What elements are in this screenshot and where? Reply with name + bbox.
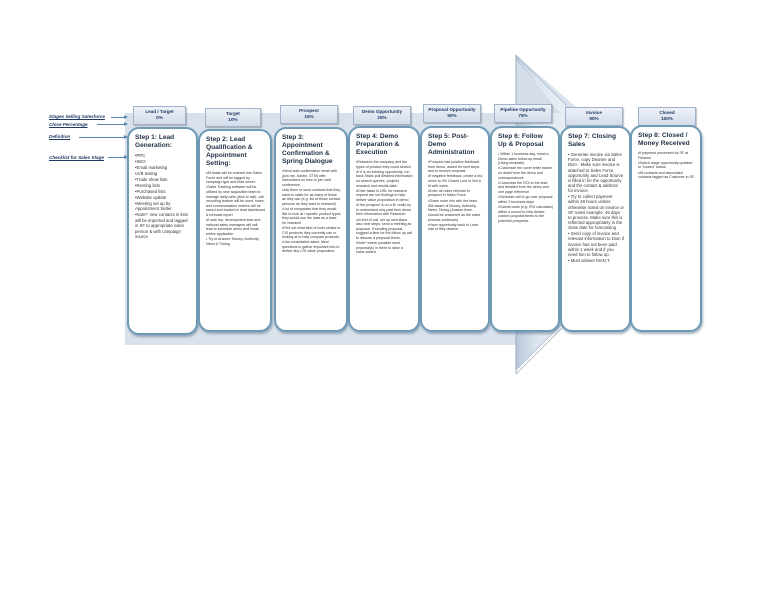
step-checklist: • Generate invoice via Sales Force, copy… bbox=[568, 152, 624, 263]
row-arrow-icon bbox=[108, 154, 128, 160]
checklist-item: •Purchased lists bbox=[135, 189, 166, 194]
step-title: Step 2: Lead Qualification & Appointment… bbox=[206, 136, 253, 167]
stage-box-target: Target 10% bbox=[205, 108, 261, 127]
stage-name: Proposal Opportunity bbox=[428, 107, 476, 112]
step-checklist: • Within 1 business day, email a Demo sa… bbox=[498, 152, 553, 223]
row-label-definition: Definition bbox=[49, 134, 71, 139]
row-label-checklist: Checklist for Sales Stage bbox=[49, 155, 104, 160]
stage-box-invoice: Invoice 90% bbox=[565, 107, 623, 126]
stage-percentage: 0% bbox=[156, 115, 163, 120]
checklist-item: •At end of call, set up next steps also … bbox=[356, 217, 413, 240]
stage-percentage: 100% bbox=[661, 116, 673, 121]
checklist-item: •PPC bbox=[135, 153, 146, 158]
checklist-item: •Sales Tracking software will be utilize… bbox=[206, 185, 265, 217]
step-title: Step 7: Closing Sales bbox=[568, 133, 616, 148]
checklist-item: •Note* where possible send proposal(s) i… bbox=[356, 241, 403, 255]
stage-box-lead-target: Lead / Target 0% bbox=[133, 106, 186, 125]
checklist-item: •If the prospect is on a fit, really try… bbox=[356, 203, 412, 217]
checklist-item: •Customize the ROI to the lead and detai… bbox=[498, 180, 549, 194]
checklist-item: •Submit costs (e.g. ROI calculator) with… bbox=[498, 204, 553, 223]
row-arrow-icon bbox=[111, 114, 128, 120]
row-arrow-icon bbox=[79, 134, 128, 140]
stage-box-proposal-opportunity: Proposal Opportunity 50% bbox=[423, 104, 481, 123]
step-card-6: Step 6: Follow Up & Proposal • Within 1 … bbox=[490, 126, 560, 332]
stage-name: Demo Opportunity bbox=[361, 109, 403, 114]
checklist-item: •Use consultative sales, ideal questions… bbox=[282, 240, 340, 254]
stage-box-closed: Closed 100% bbox=[638, 107, 696, 126]
checklist-item: •List of companies that they would like … bbox=[282, 206, 341, 225]
checklist-item: •SEO bbox=[135, 159, 146, 164]
row-arrow-icon bbox=[97, 121, 128, 127]
checklist-item: •Enter tasks in URL for research request… bbox=[356, 188, 410, 202]
stage-box-prospect: Prospect 15% bbox=[280, 105, 338, 124]
step-title: Step 6: Follow Up & Proposal bbox=[498, 133, 544, 148]
checklist-item: • Try to Answer: Money, Authority, Need … bbox=[206, 237, 260, 246]
checklist-item: •A/B testing bbox=[135, 171, 158, 176]
checklist-item: •Renting lists bbox=[135, 183, 160, 188]
stage-percentage: 75% bbox=[518, 113, 528, 118]
step-card-4: Step 4: Demo Preparation & Execution •Re… bbox=[348, 126, 420, 332]
stage-name: Prospect bbox=[299, 108, 319, 113]
step-card-2: Step 2: Lead Qualification & Appointment… bbox=[198, 129, 272, 332]
checklist-item: •Send auto confirmation email with (join… bbox=[282, 169, 338, 187]
checklist-item: • Generate invoice via Sales Force, copy… bbox=[568, 152, 624, 194]
checklist-item: • Try to collect payment within 48 hours… bbox=[568, 194, 624, 231]
stage-percentage: 90% bbox=[589, 116, 599, 121]
step-checklist: •If payment processed by SF at Finance. … bbox=[638, 151, 695, 180]
step-card-8: Step 8: Closed / Money Received •If paym… bbox=[630, 125, 702, 332]
step-checklist: •Send auto confirmation email with (join… bbox=[282, 169, 341, 254]
step-card-5: Step 5: Post-Demo Administration •Prospe… bbox=[420, 126, 490, 332]
stage-name: Invoice bbox=[586, 110, 602, 115]
checklist-item: •Ask them to send contacts that they wan… bbox=[282, 187, 341, 206]
row-label-close-percentage: Close Percentage bbox=[49, 122, 88, 127]
checklist-item: •Customize the cover letter based on det… bbox=[498, 166, 552, 180]
checklist-item: •Enter all notes relevant to prospect in… bbox=[428, 188, 471, 198]
stage-percentage: 10% bbox=[228, 117, 238, 122]
checklist-item: •Have opportunity back to Lead stat of t… bbox=[428, 222, 479, 232]
checklist-item: •All contacts and associated contacts ta… bbox=[638, 170, 695, 180]
stage-name: Target bbox=[226, 111, 240, 116]
step-title: Step 8: Closed / Money Received bbox=[638, 132, 690, 147]
step-title: Step 3: Appointment Confirmation & Sprin… bbox=[282, 134, 333, 165]
checklist-item: •All leads will be entered into Sales Fo… bbox=[206, 171, 262, 185]
checklist-item: •If it is an existing opportunity, run b… bbox=[356, 169, 413, 188]
step-checklist: •All leads will be entered into Sales Fo… bbox=[206, 171, 265, 246]
row-label-stages: Stages Selling Salesforce bbox=[49, 114, 105, 119]
step-title: Step 1: Lead Generation: bbox=[135, 134, 175, 149]
checklist-item: •Be aware of Money, Authority, Need, Tim… bbox=[428, 203, 481, 222]
checklist-item: •Website update bbox=[135, 195, 167, 200]
checklist-item: • Send copy of invoice and relevant info… bbox=[568, 231, 624, 258]
checklist-item: •If payment processed by SF at Finance. bbox=[638, 151, 688, 160]
checklist-item: •Research the company and the types of p… bbox=[356, 160, 411, 169]
stage-percentage: 50% bbox=[447, 113, 457, 118]
checklist-item: •If sale rep, development lead and natio… bbox=[206, 218, 261, 236]
checklist-item: •If negative feedback, create a list, mo… bbox=[428, 174, 483, 188]
step-title: Step 5: Post-Demo Administration bbox=[428, 133, 475, 156]
step-title: Step 4: Demo Preparation & Execution bbox=[356, 133, 400, 156]
step-card-7: Step 7: Closing Sales • Generate invoice… bbox=[560, 126, 631, 332]
stage-percentage: 15% bbox=[304, 114, 314, 119]
stage-name: Closed bbox=[659, 110, 675, 115]
checklist-item: • Must answer MAN.T. bbox=[568, 257, 611, 263]
stage-name: Lead / Target bbox=[145, 109, 174, 114]
checklist-item: •Email marketing bbox=[135, 165, 168, 170]
checklist-item: •Note*: new contacts in lists will be im… bbox=[135, 212, 188, 240]
checklist-item: •Schedule call to go over proposal withi… bbox=[498, 195, 553, 204]
step-card-1: Step 1: Lead Generation: •PPC •SEO •Emai… bbox=[127, 127, 198, 335]
step-checklist: •Research the company and the types of p… bbox=[356, 160, 413, 255]
checklist-item: • Within 1 business day, email a Demo sa… bbox=[498, 152, 549, 166]
checklist-item: •Find out what kind of tools similar to … bbox=[282, 225, 341, 240]
checklist-item: •Trade show lists bbox=[135, 177, 168, 182]
stage-percentage: 25% bbox=[377, 115, 387, 120]
stage-name: Pipeline Opportunity bbox=[500, 107, 546, 112]
checklist-item: •Meeting set up by Appointment Setter bbox=[135, 201, 172, 212]
checklist-item: •Switch stage opportunity updated to "cl… bbox=[638, 160, 693, 170]
stage-box-demo-opportunity: Demo Opportunity 25% bbox=[353, 106, 411, 125]
step-card-3: Step 3: Appointment Confirmation & Sprin… bbox=[274, 127, 348, 332]
step-checklist: •Prospect had positive feedback from dem… bbox=[428, 160, 483, 232]
checklist-item: •Prospect had positive feedback from dem… bbox=[428, 160, 480, 174]
checklist-item: •Share more info with the team bbox=[428, 198, 478, 203]
stage-box-pipeline-opportunity: Pipeline Opportunity 75% bbox=[494, 104, 552, 123]
step-checklist: •PPC •SEO •Email marketing •A/B testing … bbox=[135, 153, 191, 239]
